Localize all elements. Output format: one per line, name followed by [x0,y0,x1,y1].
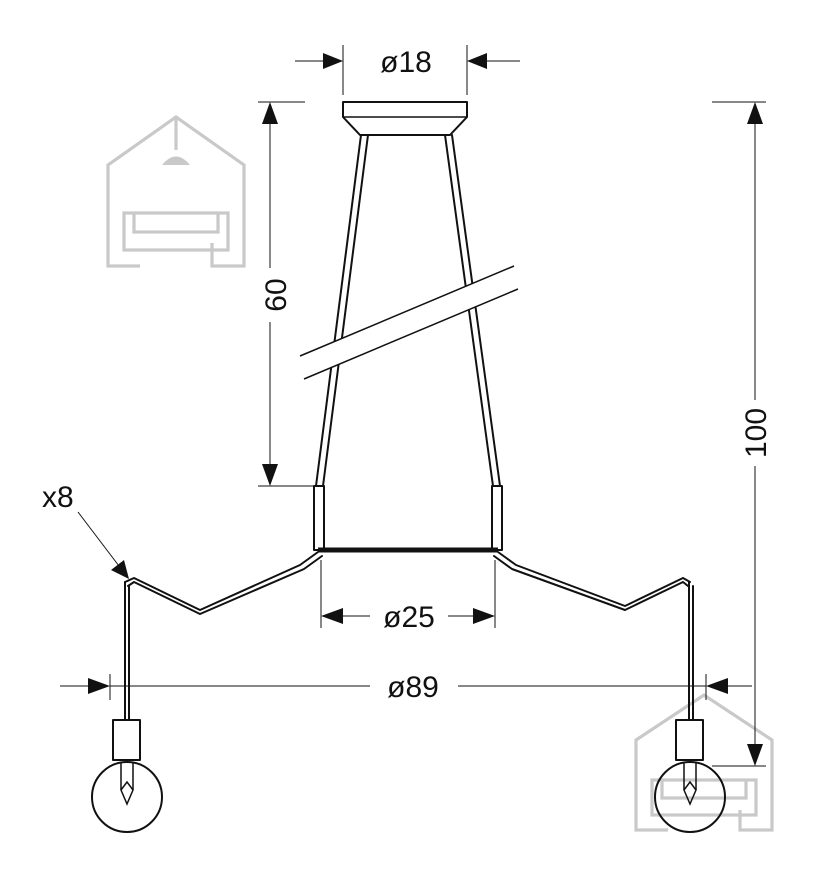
break-mark [299,265,519,380]
dimension-canopy: ø18 [295,45,520,95]
rod-sleeve-right [491,485,503,551]
dimension-total-diameter: ø89 [60,671,752,704]
bulb-left [91,761,163,833]
arm-left [124,551,319,611]
bulb-right [654,761,726,833]
total-height-label: 100 [740,408,773,458]
suspension-rod-right [444,134,494,487]
dimension-rod-height: 60 [258,101,316,487]
total-diameter-label: ø89 [387,671,439,704]
frame-diameter-label: ø25 [383,601,435,634]
arm-right [497,551,691,607]
suspension-rod-left [315,134,362,487]
dimension-total-height: 100 [712,101,773,767]
arm-count-callout: x8 [42,481,129,579]
arm-count-label: x8 [42,481,74,514]
dimension-frame: ø25 [320,560,496,634]
rod-sleeve-left [313,485,325,551]
socket-left [112,719,141,761]
watermark-logo-top-left [106,115,246,268]
lamp-structure [91,101,726,833]
canopy-diameter-label: ø18 [380,46,432,79]
rod-height-label: 60 [260,278,293,311]
socket-right [675,719,704,761]
ceiling-canopy [342,101,468,136]
